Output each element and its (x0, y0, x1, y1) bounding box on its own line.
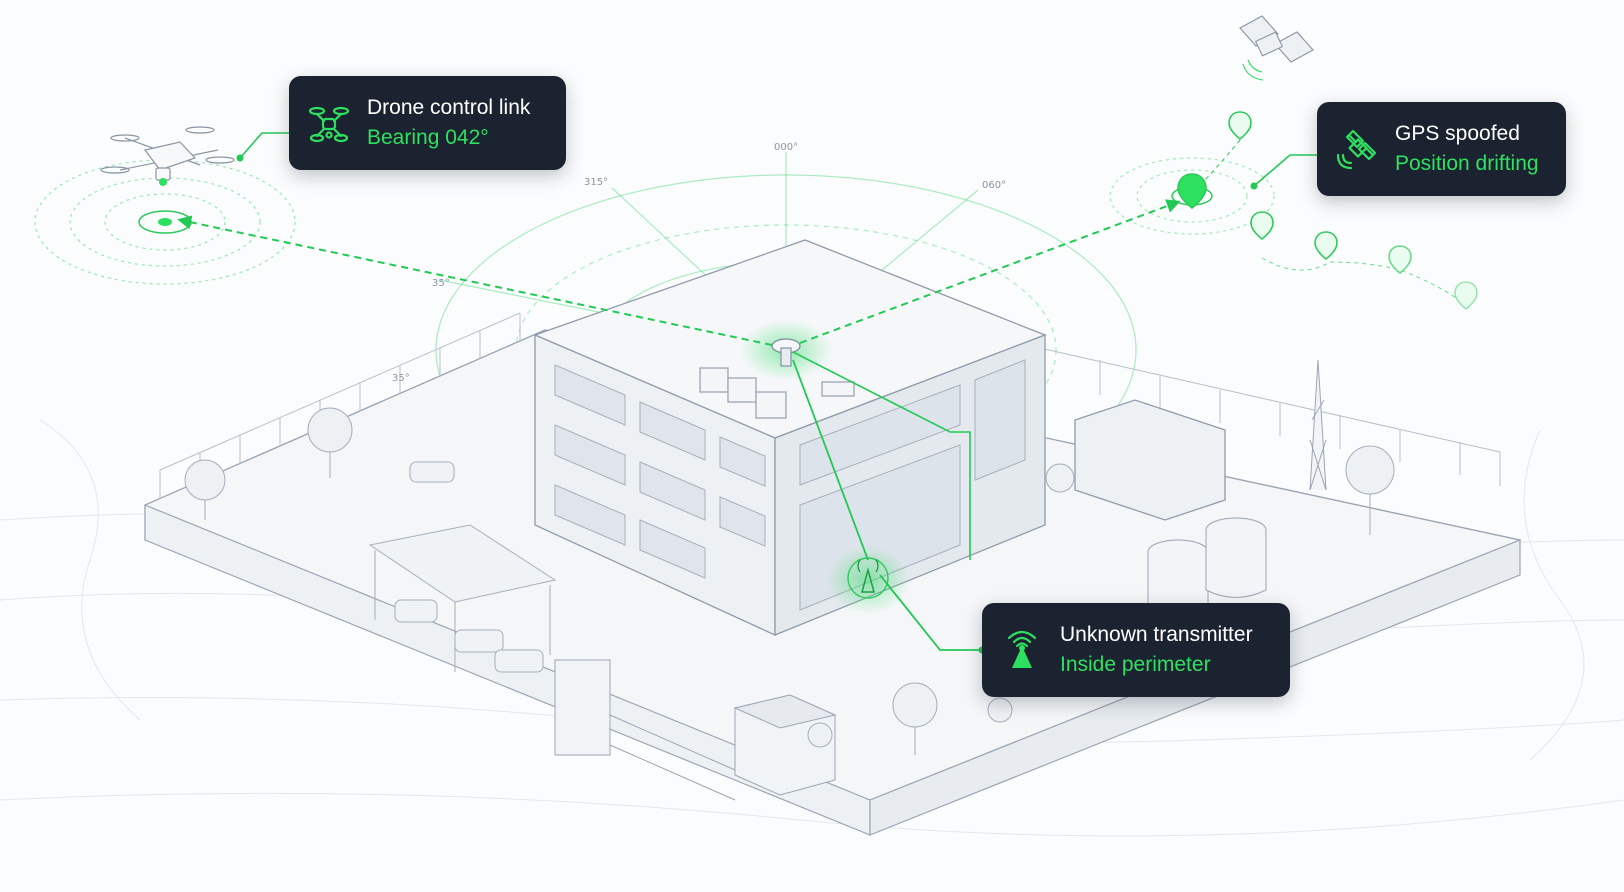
compass-label-35-lower: 35° (392, 373, 410, 384)
utility-area (1147, 359, 1327, 613)
drone (34, 126, 296, 285)
fence (159, 312, 1501, 498)
compass-label-000: 000° (774, 142, 799, 153)
satellite-icon (1336, 129, 1377, 170)
gps-spoof-callout[interactable]: GPS spoofed Position drifting (1317, 102, 1566, 196)
transmitter-callout-detail: Inside perimeter (1060, 652, 1211, 676)
gps-drift-track (1109, 111, 1478, 310)
drone-callout-title: Drone control link (367, 95, 531, 119)
trees (184, 407, 1395, 755)
transmitter-marker (826, 546, 910, 614)
compass-label-315: 315° (584, 177, 609, 188)
compass-label-35-upper: 35° (432, 278, 450, 289)
gatehouse (554, 659, 837, 801)
gps-callout-title: GPS spoofed (1395, 121, 1520, 145)
unknown-transmitter-callout[interactable]: Unknown transmitter Inside perimeter (982, 603, 1290, 697)
rooftop-sensor (740, 320, 832, 380)
gps-callout-detail: Position drifting (1395, 151, 1539, 175)
drone-callout-detail: Bearing 042° (367, 125, 489, 149)
satellite (1239, 15, 1314, 81)
drone-link-callout[interactable]: Drone control link Bearing 042° (289, 76, 566, 170)
compass-label-060: 060° (982, 180, 1007, 191)
drone-icon (308, 106, 350, 143)
transmitter-callout-title: Unknown transmitter (1060, 622, 1253, 646)
signal-lines (177, 132, 1317, 654)
radio-tower-icon (1007, 630, 1037, 668)
parking-area (368, 461, 557, 673)
